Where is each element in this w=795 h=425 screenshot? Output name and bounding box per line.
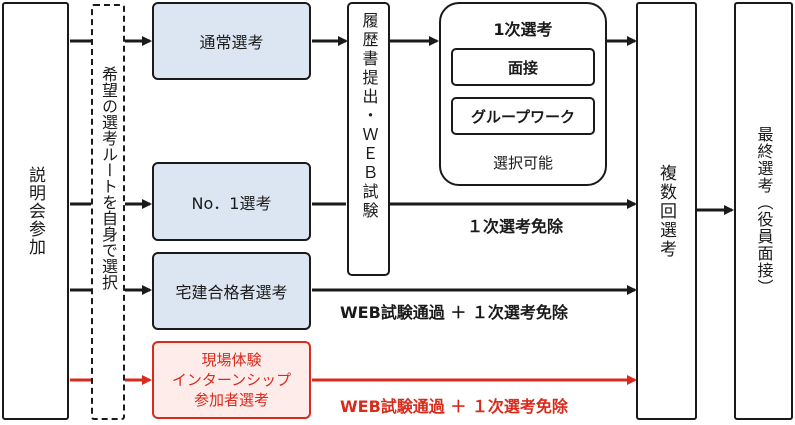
first-round-option-group-work-label: グループワーク <box>470 107 576 126</box>
start-label: 説明会参加 <box>25 166 45 256</box>
multi-round-label: 複数回選考 <box>656 163 676 259</box>
route-intern-line-2: インターンシップ <box>171 371 292 389</box>
first-round-option-interview: 面接 <box>451 48 595 86</box>
route-no1: No．1選考 <box>152 162 311 241</box>
edge-label-no1: １次選考免除 <box>467 217 564 236</box>
start-box: 説明会参加 <box>2 2 69 420</box>
route-intern: 現場体験 インターンシップ 参加者選考 <box>152 341 311 419</box>
first-round-title: 1次選考 <box>493 20 553 39</box>
route-choice-box: 希望の選考ルートを自身で選択 <box>91 4 125 420</box>
edge-label-intern: WEB試験通過 ＋ １次選考免除 <box>340 397 568 416</box>
first-round-option-group-work: グループワーク <box>451 97 595 135</box>
final-round-box: 最終選考（役員面接） <box>734 2 793 420</box>
first-round-option-interview-label: 面接 <box>507 58 538 77</box>
first-round-note: 選択可能 <box>492 154 553 172</box>
route-regular-label: 通常選考 <box>199 33 264 52</box>
edge-label-takken: WEB試験通過 ＋ １次選考免除 <box>340 303 568 322</box>
route-intern-line-3: 参加者選考 <box>193 391 269 409</box>
route-takken-label: 宅建合格者選考 <box>175 283 288 302</box>
final-round-label: 最終選考（役員面接） <box>754 126 774 296</box>
route-regular: 通常選考 <box>152 2 311 80</box>
route-intern-line-1: 現場体験 <box>201 351 262 369</box>
first-round-box: 1次選考 面接 グループワーク 選択可能 <box>439 2 607 186</box>
resume-web-test-box: 履歴書提出・ＷＥＢ試験 <box>347 2 390 276</box>
route-no1-label: No．1選考 <box>191 193 272 213</box>
resume-web-test-label: 履歴書提出・ＷＥＢ試験 <box>359 12 379 221</box>
route-choice-label: 希望の選考ルートを自身で選択 <box>99 66 118 290</box>
route-takken: 宅建合格者選考 <box>152 252 311 330</box>
multi-round-box: 複数回選考 <box>636 2 697 420</box>
